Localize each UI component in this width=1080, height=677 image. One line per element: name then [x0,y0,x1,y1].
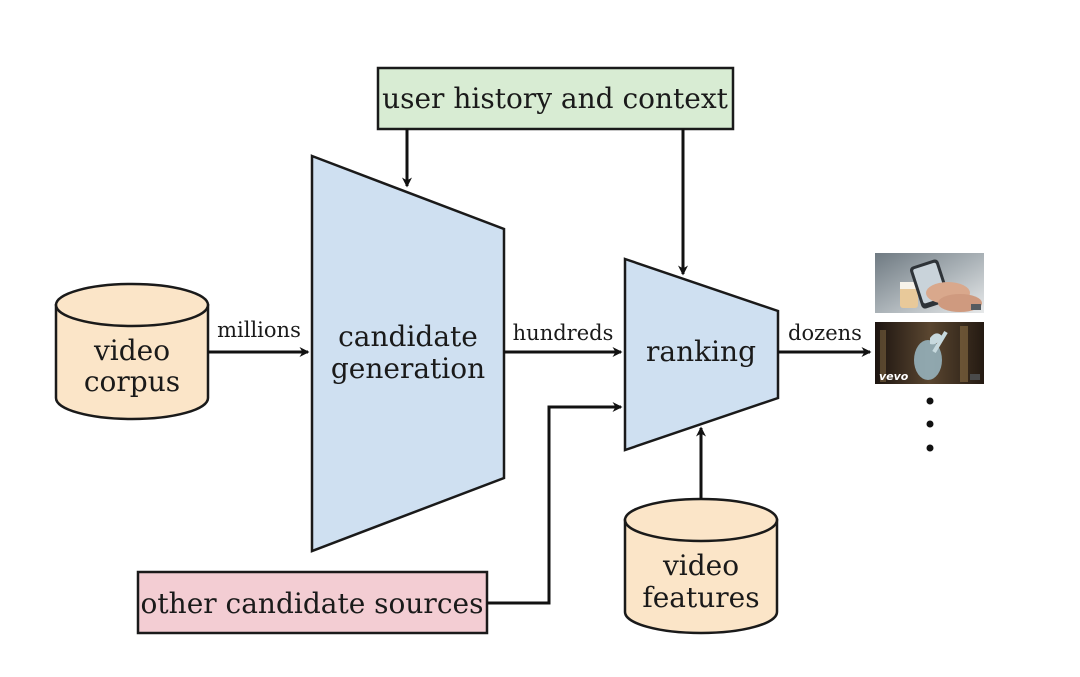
edge-label-hundreds: hundreds [513,321,614,345]
video-corpus-node: video corpus [54,282,210,421]
ranking-label: ranking [646,335,756,368]
user-history-node: user history and context [376,66,735,131]
result-thumbnail-phone [875,253,984,313]
result-thumbnail-vevo: vevo [875,322,984,384]
video-features-label-line2: features [642,581,759,614]
candidate-generation-node: candidate generation [310,154,506,553]
user-history-label: user history and context [382,82,729,115]
video-features-node: video features [623,497,779,635]
other-sources-label: other candidate sources [141,587,484,620]
edge-label-dozens: dozens [788,321,862,345]
ranking-node: ranking [623,257,780,452]
edge-label-millions: millions [217,318,301,342]
arrow-other-sources-to-ranking [487,402,623,605]
candidate-generation-label-line2: generation [331,352,485,385]
vevo-logo: vevo [879,370,909,383]
candidate-generation-label-line1: candidate [338,320,478,353]
video-corpus-label-line1: video [93,334,170,367]
more-results-ellipsis [926,397,934,452]
video-features-label-line1: video [662,549,739,582]
video-corpus-label-line2: corpus [84,365,180,398]
other-sources-node: other candidate sources [136,570,489,635]
